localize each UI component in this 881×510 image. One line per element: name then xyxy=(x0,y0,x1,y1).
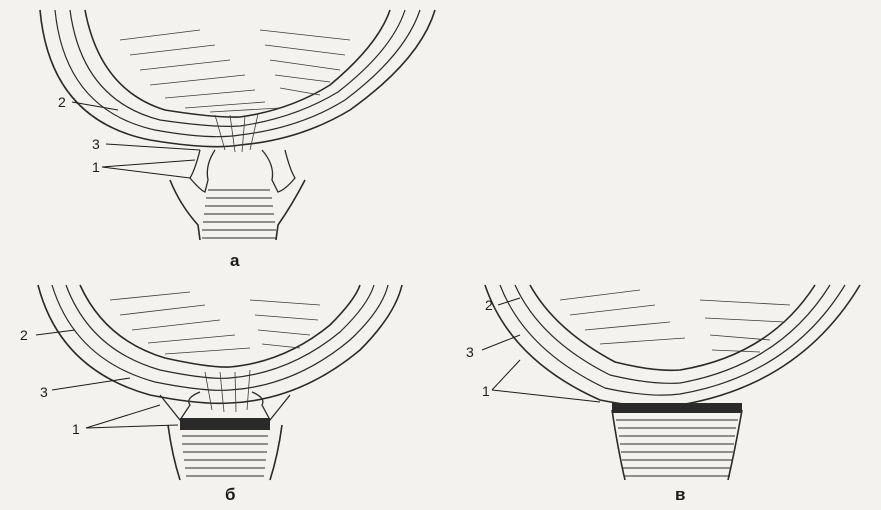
panel-v-uterine-wall xyxy=(485,285,860,407)
panel-a-hatching xyxy=(120,30,350,152)
panel-b-caption: б xyxy=(225,485,236,504)
panel-a-label-2: 2 xyxy=(58,94,66,110)
panel-b-label-3: 3 xyxy=(40,384,48,400)
panel-a-label-3: 3 xyxy=(92,136,100,152)
panel-a: 2 3 1 а xyxy=(40,10,435,270)
panel-v-label-1: 1 xyxy=(482,383,490,399)
panel-a-caption: а xyxy=(230,251,240,270)
panel-b-label-2: 2 xyxy=(20,327,28,343)
panel-a-uterine-wall xyxy=(40,10,435,147)
panel-a-label-1: 1 xyxy=(92,159,100,175)
panel-b-cervix-canal xyxy=(160,392,290,480)
panel-b-dark-band xyxy=(180,418,270,430)
panel-b: 2 3 1 б xyxy=(20,285,402,504)
panel-b-leader-lines xyxy=(36,330,178,428)
panel-b-uterine-wall xyxy=(38,285,402,403)
panel-v-caption: в xyxy=(675,485,685,504)
panel-a-cervix-canal xyxy=(170,150,305,240)
panel-v-cervix-canal xyxy=(612,403,742,480)
panel-v-label-2: 2 xyxy=(485,297,493,313)
panel-v-label-3: 3 xyxy=(466,344,474,360)
panel-v-dark-band xyxy=(612,403,742,413)
panel-b-label-1: 1 xyxy=(72,421,80,437)
panel-v: 2 3 1 в xyxy=(466,285,860,504)
